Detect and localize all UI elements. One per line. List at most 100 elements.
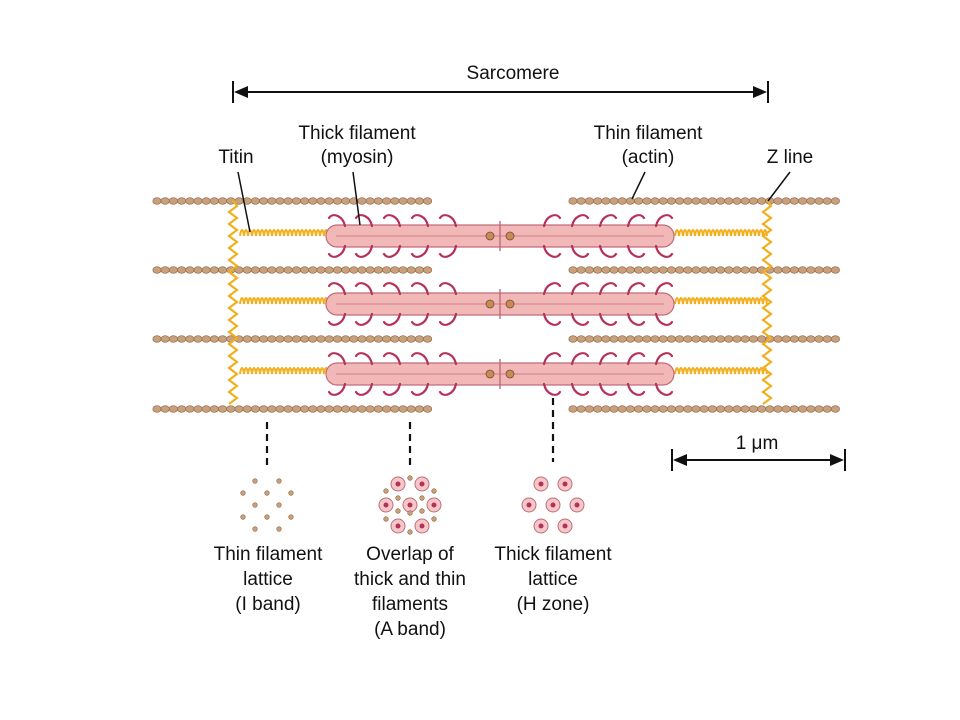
actin-bead [568,335,578,343]
myosin-head [598,312,618,326]
m-line-knob [505,231,515,241]
label-i-band-1: Thin filament [214,544,323,565]
actin-bead [584,266,594,274]
myosin-head [382,352,402,366]
myosin-head [354,282,374,296]
actin-bead [806,266,816,274]
arrow-head [673,454,687,466]
actin-bead [423,197,433,205]
thin-filament-dot [419,495,425,501]
arrow-head [753,86,767,98]
actin-bead [830,197,840,205]
myosin-head [570,312,590,326]
actin-bead [365,197,375,205]
myosin-head [410,214,430,228]
m-line-knob [485,369,495,379]
actin-bead [699,405,709,413]
actin-bead [168,335,178,343]
myosin-head [327,352,347,366]
actin-bead [300,197,310,205]
z-line [227,199,239,405]
label-a-band-3: filaments [372,594,448,615]
actin-bead [625,266,635,274]
actin-bead [691,197,701,205]
actin-bead [201,335,211,343]
actin-bead [765,405,775,413]
thin-filament-dot [276,478,282,484]
actin-bead [617,335,627,343]
actin-bead [625,197,635,205]
actin-bead [193,335,203,343]
actin-bead [291,197,301,205]
actin-bead [275,266,285,274]
actin-bead [242,266,252,274]
thin-filament-dot [276,526,282,532]
actin-bead [250,266,260,274]
thin-filament-dot [419,508,425,514]
actin-bead [209,266,219,274]
myosin-head [626,312,646,326]
actin-bead [691,266,701,274]
myosin-head [654,244,674,258]
myosin-head [570,214,590,228]
actin-bead [201,197,211,205]
actin-bead [609,335,619,343]
actin-bead [275,405,285,413]
cross-section-lattices [240,475,585,535]
actin-bead [414,266,424,274]
myosin-head [382,282,402,296]
actin-bead [683,266,693,274]
actin-bead [683,335,693,343]
actin-bead [789,335,799,343]
label-myosin: (myosin) [321,147,394,168]
actin-bead [675,266,685,274]
actin-bead [593,266,603,274]
actin-bead [152,266,162,274]
actin-bead [398,335,408,343]
actin-bead [634,266,644,274]
actin-bead [699,335,709,343]
myosin-head [438,214,458,228]
actin-bead [683,197,693,205]
actin-bead [748,405,758,413]
actin-bead [658,197,668,205]
actin-bead [332,335,342,343]
myosin-head [354,312,374,326]
actin-bead [250,335,260,343]
actin-bead [609,197,619,205]
actin-bead [185,197,195,205]
actin-bead [332,405,342,413]
actin-bead [316,266,326,274]
actin-bead [308,197,318,205]
actin-bead [699,266,709,274]
actin-bead [283,197,293,205]
myosin-head [598,352,618,366]
actin-bead [160,197,170,205]
actin-bead [748,335,758,343]
thick-filament-section-core [562,481,568,487]
myosin-head [438,382,458,396]
thin-filament-dot [383,488,389,494]
actin-bead [357,197,367,205]
actin-bead [373,197,383,205]
actin-bead [716,335,726,343]
myosin-head [570,282,590,296]
actin-bead [382,335,392,343]
thick-filament-section-core [383,502,389,508]
thin-filament-dot [252,502,258,508]
actin-bead [398,266,408,274]
myosin-head [598,214,618,228]
actin-bead [798,197,808,205]
thin-filament-dot [252,478,258,484]
actin-bead [152,335,162,343]
actin-bead [341,197,351,205]
thin-filament-dot [407,529,413,535]
actin-bead [316,197,326,205]
actin-bead [218,266,228,274]
myosin-head [327,312,347,326]
thin-filament-dot [240,514,246,520]
thick-filament-section-core [526,502,532,508]
titin-spring [674,297,768,305]
label-thick-filament: Thick filament [298,123,416,144]
